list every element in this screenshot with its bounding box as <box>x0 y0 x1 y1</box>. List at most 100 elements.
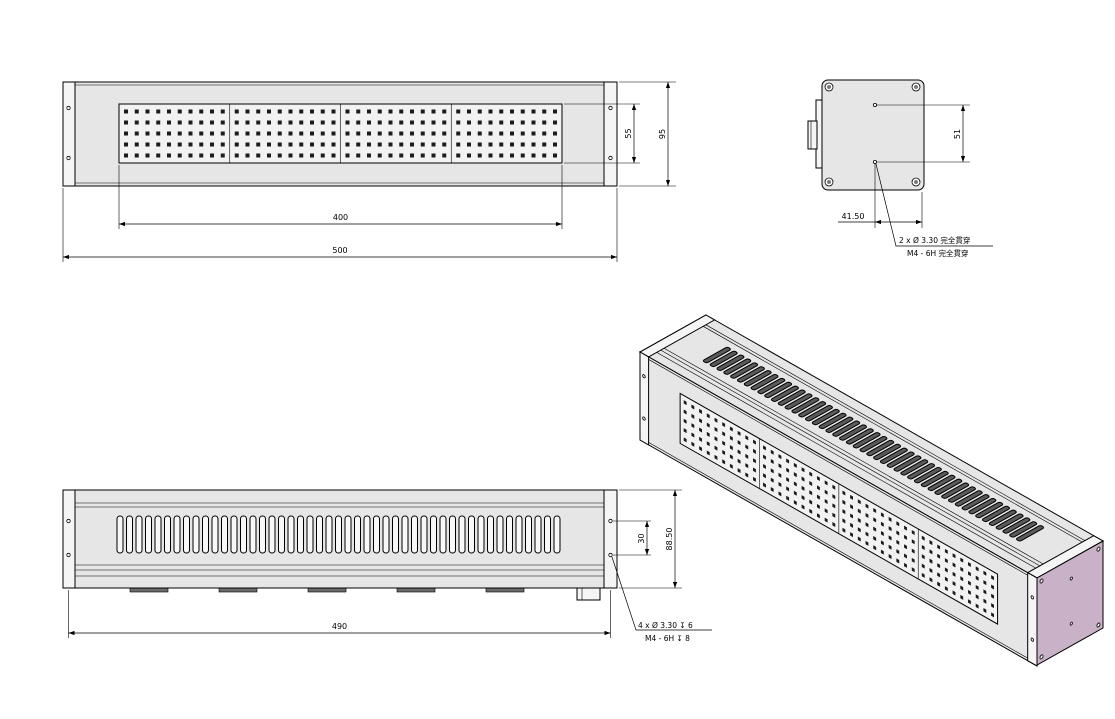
led <box>542 131 547 136</box>
iso-led <box>770 477 774 483</box>
iso-led <box>968 599 971 605</box>
led <box>456 120 461 125</box>
cooling-fin <box>145 515 152 554</box>
led <box>145 120 150 125</box>
iso-led <box>729 445 733 451</box>
center-hole <box>873 159 878 164</box>
cooling-fin <box>430 515 437 554</box>
led <box>277 131 282 136</box>
led <box>477 109 482 114</box>
iso-cooling-fin <box>825 417 854 433</box>
iso-led <box>944 548 948 554</box>
iso-led <box>745 435 749 441</box>
led <box>510 142 514 147</box>
iso-cooling-fin <box>764 382 793 398</box>
iso-led <box>880 521 884 527</box>
iso-front-rail-line <box>649 359 1028 575</box>
led <box>245 109 250 114</box>
iso-led <box>691 413 695 419</box>
cooling-fin <box>240 515 247 554</box>
led <box>199 142 204 147</box>
iso-end-center-hole <box>1070 622 1072 626</box>
iso-led <box>832 484 836 490</box>
iso-led <box>691 423 695 429</box>
iso-led <box>753 467 756 473</box>
iso-mounting-hole <box>1031 595 1034 600</box>
iso-led <box>801 504 805 510</box>
hole-callout-line1: 4 x Ø 3.30 ↧ 6 <box>638 621 693 630</box>
iso-led <box>857 517 861 523</box>
led <box>167 142 171 147</box>
led <box>510 109 514 114</box>
hole-callout-line1: 2 x Ø 3.30 完全貫穿 <box>899 235 970 245</box>
led <box>134 120 139 125</box>
iso-led <box>832 494 836 500</box>
led <box>499 142 504 147</box>
iso-led <box>809 471 813 477</box>
iso-led <box>832 512 836 518</box>
led <box>210 142 214 147</box>
iso-led <box>729 426 733 432</box>
led <box>277 153 282 158</box>
mounting-hole <box>66 552 71 558</box>
led <box>477 131 482 136</box>
iso-led <box>801 485 805 491</box>
iso-top-face <box>640 315 1103 578</box>
iso-led <box>865 531 869 537</box>
iso-end-corner-hole <box>1040 578 1043 584</box>
led <box>531 142 536 147</box>
mounting-hole <box>66 155 71 161</box>
led <box>431 131 436 136</box>
iso-led <box>888 526 892 532</box>
iso-mounting-hole <box>1031 637 1034 642</box>
cooling-fin <box>164 515 171 554</box>
iso-led <box>865 512 869 518</box>
led <box>488 153 493 158</box>
iso-cooling-fin <box>818 413 847 429</box>
power-connector <box>576 586 601 601</box>
led <box>124 153 128 158</box>
iso-rail-line <box>703 326 1082 542</box>
iso-led <box>850 494 854 500</box>
iso-led <box>975 575 979 581</box>
led <box>542 120 547 125</box>
led <box>467 120 471 125</box>
iso-cooling-fin <box>777 389 806 405</box>
iso-cooling-fin <box>791 397 820 413</box>
led <box>199 131 204 136</box>
mounting-hole <box>608 155 613 161</box>
iso-led <box>763 473 766 479</box>
iso-led <box>873 535 877 541</box>
corner-hole-core <box>914 180 918 184</box>
led <box>367 153 371 158</box>
led <box>220 131 225 136</box>
cooling-fin <box>287 515 295 554</box>
iso-front-rail-line <box>649 442 1028 658</box>
cooling-fin <box>506 515 513 554</box>
led <box>156 120 161 125</box>
led <box>177 153 182 158</box>
led <box>377 120 382 125</box>
led <box>267 120 271 125</box>
iso-led <box>983 570 987 576</box>
iso-led <box>952 562 956 568</box>
cooling-fin <box>553 515 561 554</box>
led <box>345 109 350 114</box>
led <box>377 131 382 136</box>
led <box>234 131 239 136</box>
iso-cooling-fin <box>845 428 874 444</box>
iso-cooling-fin <box>784 393 813 409</box>
cooling-fin <box>344 515 352 554</box>
led <box>399 153 404 158</box>
led <box>456 142 461 147</box>
led <box>210 153 214 158</box>
iso-led <box>824 489 828 495</box>
iso-led <box>880 549 884 555</box>
led <box>134 131 139 136</box>
iso-led <box>691 441 695 447</box>
iso-led <box>786 458 790 464</box>
iso-led <box>937 544 941 550</box>
iso-led <box>873 526 877 532</box>
led <box>345 153 350 158</box>
iso-front-right-end-plate <box>1028 573 1037 666</box>
